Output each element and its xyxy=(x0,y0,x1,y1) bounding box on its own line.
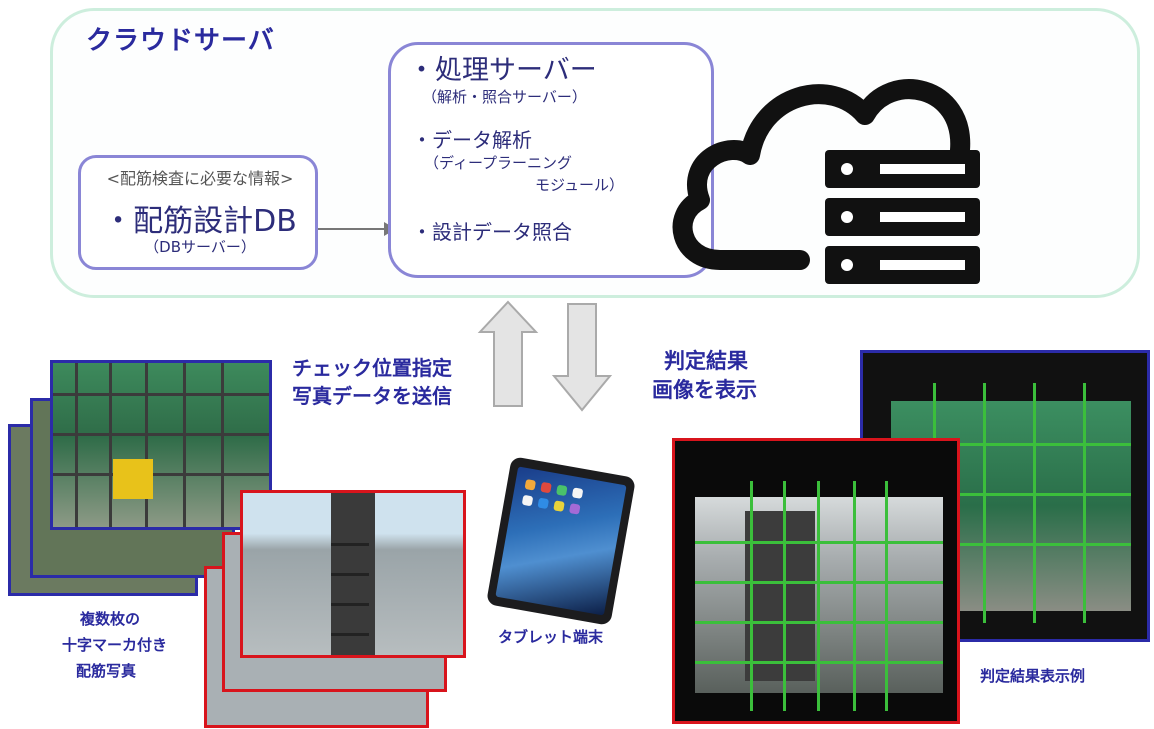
upload-label-1: チェック位置指定 xyxy=(292,356,452,380)
result-image-front xyxy=(672,438,960,724)
photos-label-1: 複数枚の xyxy=(80,610,141,628)
photos-label-2: 十字マーカ付き xyxy=(62,636,168,654)
db-server-label: （DBサーバー） xyxy=(144,238,256,256)
db-to-processing-arrow-line xyxy=(318,228,386,230)
deep-learning-label-2: モジュール） xyxy=(535,176,624,194)
upload-label-2: 写真データを送信 xyxy=(292,384,452,408)
processing-server-subtitle: （解析・照合サーバー） xyxy=(422,88,587,106)
tablet-label: タブレット端末 xyxy=(498,628,604,646)
upload-download-arrows xyxy=(477,300,613,412)
cloud-server-title: クラウドサーバ xyxy=(86,26,275,56)
rebar-photo-front xyxy=(50,360,272,530)
result-example-label: 判定結果表示例 xyxy=(980,667,1086,685)
upload-arrow xyxy=(477,300,539,407)
processing-server-title: ・処理サーバー xyxy=(408,55,597,86)
download-label-1: 判定結果 xyxy=(664,349,748,373)
column-photo-front xyxy=(240,490,466,658)
db-server-box xyxy=(78,155,318,270)
design-matching-label: ・設計データ照合 xyxy=(412,220,572,244)
db-title: ・配筋設計DB xyxy=(103,204,297,239)
tablet-icon xyxy=(485,456,637,626)
download-label-2: 画像を表示 xyxy=(652,378,757,402)
data-analysis-label: ・データ解析 xyxy=(412,128,532,152)
db-info-label: <配筋検査に必要な情報> xyxy=(106,169,294,188)
cloud-server-icon xyxy=(672,79,980,284)
download-arrow xyxy=(551,303,613,412)
deep-learning-label-1: （ディープラーニング xyxy=(424,154,573,172)
photos-label-3: 配筋写真 xyxy=(76,662,137,680)
